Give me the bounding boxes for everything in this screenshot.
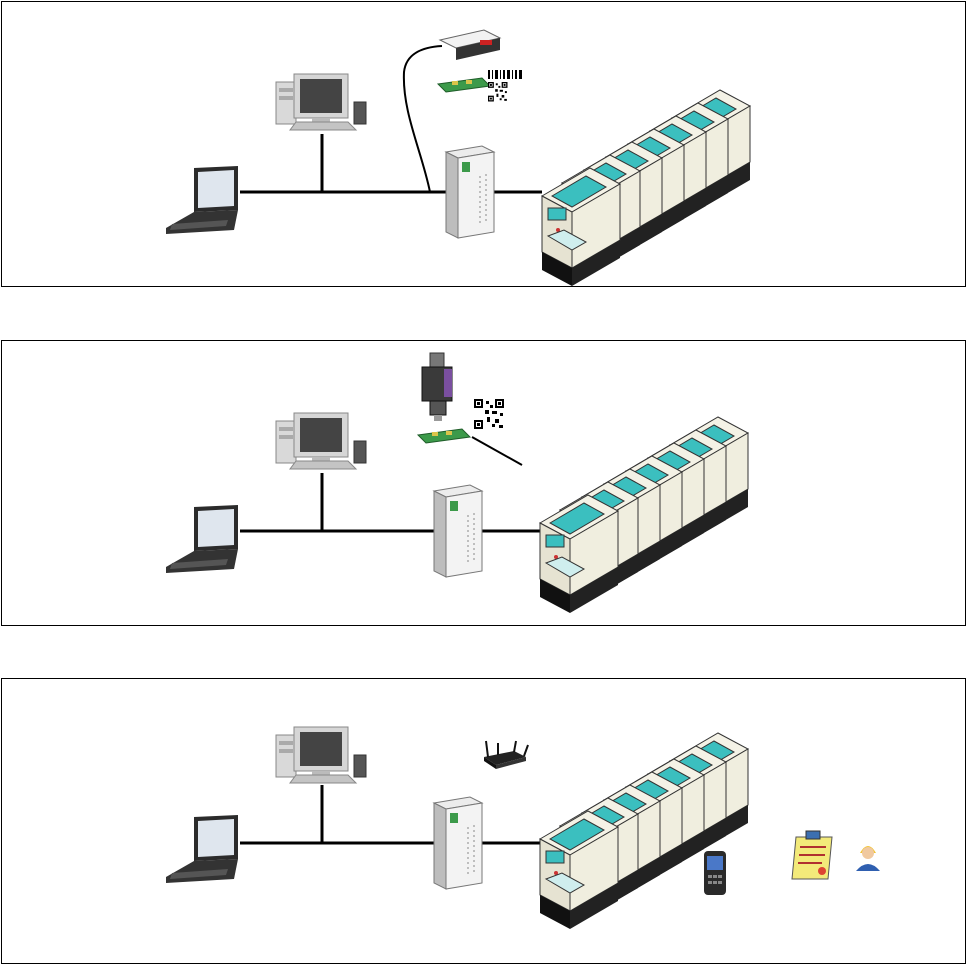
panel-wireless-handheld bbox=[1, 678, 966, 964]
desktop-pc-icon bbox=[276, 74, 366, 130]
laptop-icon bbox=[166, 166, 238, 234]
desktop-pc-icon bbox=[276, 727, 366, 783]
barcode-label-icon bbox=[488, 70, 522, 79]
qr-code-icon bbox=[474, 399, 504, 429]
wireless-router-icon bbox=[484, 741, 528, 769]
camera-reader-icon bbox=[422, 353, 452, 421]
qr-code-icon bbox=[488, 82, 508, 102]
pcb-board-icon bbox=[438, 78, 490, 92]
camera-connector-line bbox=[472, 437, 522, 465]
desktop-pc-icon bbox=[276, 413, 366, 469]
smt-production-line-icon bbox=[542, 90, 750, 286]
barcode-scanner-icon bbox=[440, 30, 500, 60]
handheld-terminal-icon bbox=[704, 851, 726, 895]
server-tower-icon bbox=[434, 797, 482, 889]
panel-1-diagram bbox=[2, 2, 967, 288]
panel-barcode-scanner bbox=[1, 1, 966, 287]
laptop-icon bbox=[166, 815, 238, 883]
server-tower-icon bbox=[434, 485, 482, 577]
smt-production-line-icon bbox=[540, 417, 748, 613]
operator-person-icon bbox=[856, 846, 880, 871]
scanner-cable bbox=[404, 46, 442, 192]
laptop-icon bbox=[166, 505, 238, 573]
pcb-board-icon bbox=[418, 429, 470, 443]
panel-camera-reader bbox=[1, 340, 966, 626]
panel-2-diagram bbox=[2, 341, 967, 627]
server-tower-icon bbox=[446, 146, 494, 238]
smt-production-line-icon bbox=[540, 733, 748, 929]
certificate-document-icon bbox=[792, 831, 832, 879]
panel-3-diagram bbox=[2, 679, 967, 965]
